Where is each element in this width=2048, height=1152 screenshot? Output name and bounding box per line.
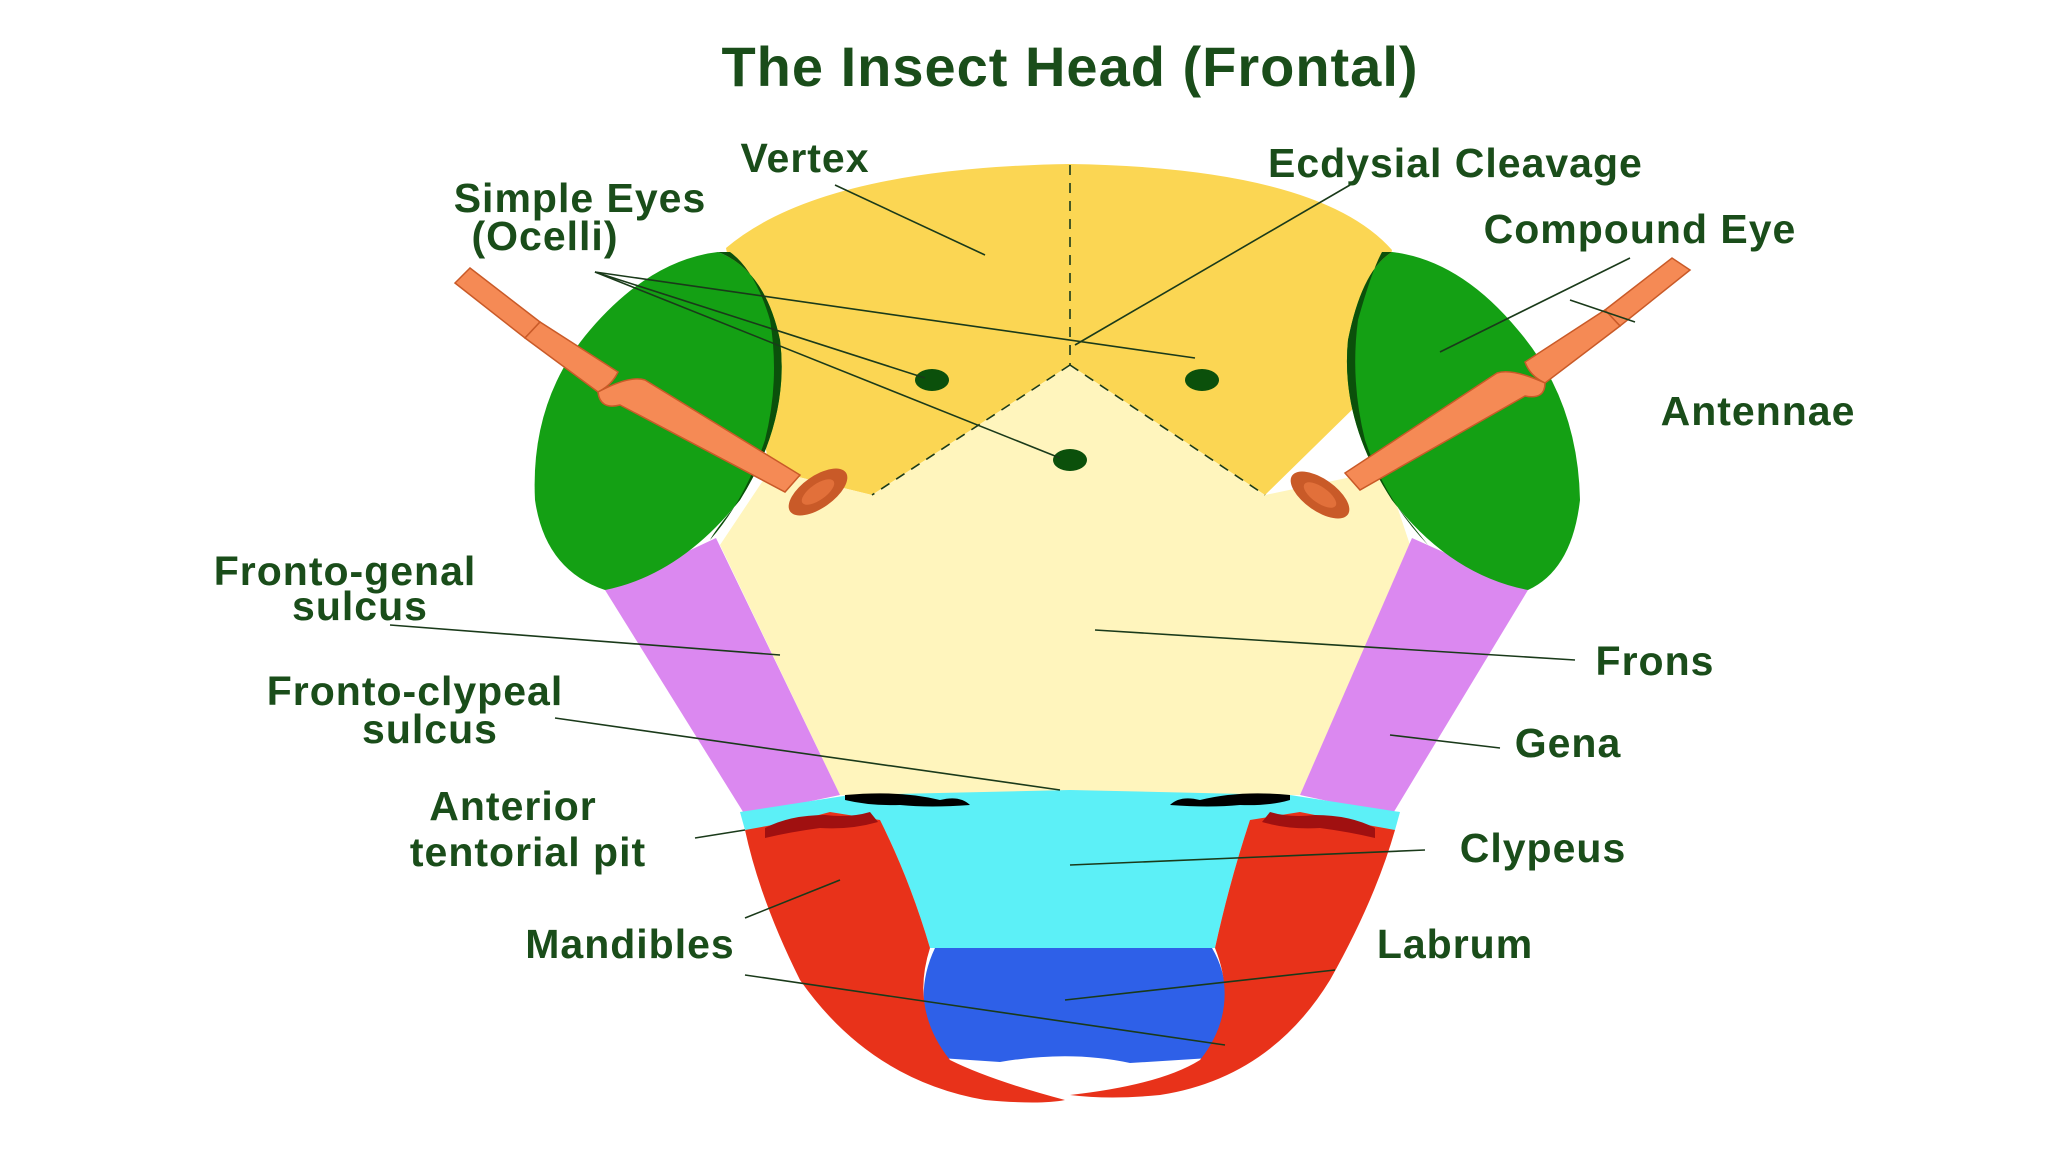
labrum-region	[923, 948, 1226, 1063]
frons-region	[720, 365, 1410, 795]
mandible-left-edge	[765, 812, 878, 838]
label-vertex: Vertex	[740, 135, 869, 181]
label-simple-eyes: Simple Eyes	[454, 175, 707, 221]
ecdysial-line-right	[1069, 364, 1266, 496]
ocellus-icon-left	[915, 369, 949, 391]
label-fronto-genal: Fronto-genal	[214, 548, 477, 594]
label-labrum: Labrum	[1377, 921, 1533, 967]
label-mandibles: Mandibles	[525, 921, 734, 967]
gena-left	[605, 538, 840, 815]
ocellus-icon-median	[1053, 449, 1087, 471]
label-antennae: Antennae	[1661, 388, 1856, 434]
label-clypeus: Clypeus	[1460, 825, 1627, 871]
label-frons: Frons	[1596, 638, 1715, 684]
mandible-right	[1070, 812, 1395, 1098]
mandible-right-edge	[1262, 812, 1375, 838]
tentorial-pit-left	[845, 793, 970, 807]
ocellus-icon-right	[1185, 369, 1219, 391]
tentorial-pit-right	[1170, 793, 1290, 807]
vertex-region	[726, 164, 1392, 495]
label-ocelli: (Ocelli)	[472, 213, 619, 259]
ecdysial-line-left	[871, 364, 1071, 496]
label-compound-eye: Compound Eye	[1484, 206, 1797, 252]
label-ecdysial-cleavage: Ecdysial Cleavage	[1268, 140, 1643, 186]
label-fronto-clypeal: Fronto-clypeal	[267, 668, 563, 714]
antenna-left	[453, 267, 848, 516]
label-fronto-clypeal-sulcus: sulcus	[362, 706, 498, 752]
leader-lines	[389, 184, 1636, 1046]
label-tentorial-pit: tentorial pit	[410, 829, 646, 875]
label-anterior: Anterior	[429, 783, 596, 829]
clypeus-region	[880, 808, 1250, 948]
antenna-right	[1290, 257, 1692, 519]
label-gena: Gena	[1515, 720, 1622, 766]
diagram-title: The Insect Head (Frontal)	[721, 35, 1418, 98]
mandible-left	[745, 812, 1065, 1103]
label-fronto-genal-sulcus: sulcus	[292, 583, 428, 629]
gena-right	[1300, 538, 1528, 815]
